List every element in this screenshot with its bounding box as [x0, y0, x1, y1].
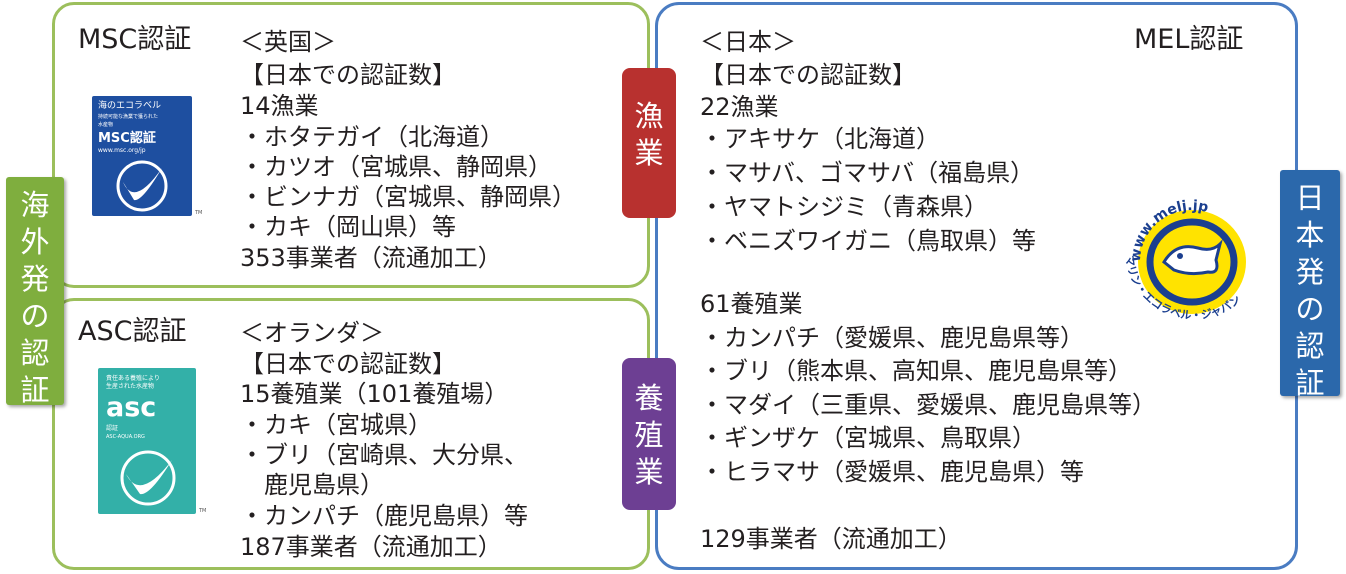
mel-processors: 129事業者（流通加工） [700, 525, 962, 553]
asc-title: ASC認証 [78, 316, 187, 347]
msc-logo: 海のエコラベル 持続可能な漁業で獲られた 水産物 MSC認証 www.msc.o… [92, 96, 202, 216]
msc-item: ・ホタテガイ（北海道） [240, 123, 504, 151]
msc-processors: 353事業者（流通加工） [240, 244, 502, 272]
msc-logo-seafood: 水産物 [98, 121, 113, 128]
mel-logo: www.melj.jp マリン・エコラベル・ジャパン [1123, 198, 1246, 322]
mel-count-heading: 【日本での認証数】 [700, 61, 916, 89]
msc-logo-name: MSC認証 [98, 130, 156, 146]
asc-item: 鹿児島県） [240, 471, 384, 499]
asc-fish-check-icon [126, 460, 172, 495]
japan-certification-label: 日本発 の認証 [1280, 170, 1340, 400]
msc-title: MSC認証 [78, 24, 192, 55]
asc-logo: 責任ある養殖により 生産された水産物 asc 認証 ASC-AQUA.ORG T… [98, 368, 206, 514]
mel-origin: ＜日本＞ [700, 28, 796, 56]
asc-logo-cert: 認証 [106, 424, 118, 432]
msc-fish-check-icon [123, 168, 162, 201]
asc-item: ・ブリ（宮崎県、大分県、 [240, 441, 528, 469]
mel-fishery-item: ・マサバ、ゴマサバ（福島県） [700, 159, 1035, 187]
aquaculture-label: 養殖業 [622, 358, 676, 510]
asc-logo-name: asc [106, 392, 156, 423]
msc-logo-tagline: 海のエコラベル [98, 99, 161, 111]
mel-farm-item: ・ブリ（熊本県、高知県、鹿児島県等） [700, 357, 1132, 385]
msc-logo-ring [116, 160, 168, 212]
mel-fishery-item: ・ヤマトシジミ（青森県） [700, 193, 988, 221]
msc-logo-url: www.msc.org/jp [98, 147, 146, 154]
fishery-label: 漁業 [622, 68, 676, 218]
mel-farm-item: ・マダイ（三重県、愛媛県、鹿児島県等） [700, 391, 1156, 419]
asc-logo-url: ASC-AQUA.ORG [106, 434, 145, 440]
asc-item: ・カンパチ（鹿児島県）等 [240, 502, 528, 530]
asc-logo-ring [120, 450, 176, 506]
mel-fish-eye-icon [1177, 253, 1183, 259]
mel-title: MEL認証 [1134, 24, 1244, 55]
asc-count-heading: 【日本での認証数】 [240, 350, 456, 378]
mel-fishery-item: ・アキサケ（北海道） [700, 125, 940, 153]
mel-farm-item: ・ヒラマサ（愛媛県、鹿児島県）等 [700, 458, 1084, 486]
msc-origin: ＜英国＞ [240, 28, 336, 56]
msc-item: ・カツオ（宮城県、静岡県） [240, 153, 552, 181]
asc-item: ・カキ（宮城県） [240, 411, 432, 439]
mel-farm-item: ・カンパチ（愛媛県、鹿児島県等） [700, 324, 1084, 352]
mel-logo-ring [1146, 218, 1238, 306]
msc-fisheries-count: 14漁業 [240, 92, 319, 120]
msc-count-heading: 【日本での認証数】 [240, 61, 456, 89]
asc-processors: 187事業者（流通加工） [240, 533, 502, 561]
mel-fisheries-count: 22漁業 [700, 93, 779, 121]
msc-logo-subtitle: 持続可能な漁業で獲られた [98, 113, 158, 120]
msc-item: ・ビンナガ（宮城県、静岡県） [240, 183, 576, 211]
asc-origin: ＜オランダ＞ [240, 319, 384, 347]
asc-logo-tagline: 責任ある養殖により [106, 374, 160, 382]
svg-text:TM: TM [198, 508, 206, 514]
svg-text:TM: TM [194, 210, 202, 216]
mel-farms-count: 61養殖業 [700, 290, 803, 318]
asc-logo-subtitle: 生産された水産物 [106, 382, 154, 390]
asc-farms-count: 15養殖業（101養殖場） [240, 380, 509, 408]
mel-farm-item: ・ギンザケ（宮城県、鳥取県） [700, 424, 1036, 452]
mel-fishery-item: ・ベニズワイガニ（鳥取県）等 [700, 227, 1036, 255]
mel-fish-icon [1162, 239, 1223, 276]
overseas-certification-label: 海外発 の認証 [6, 177, 64, 407]
msc-item: ・カキ（岡山県）等 [240, 213, 456, 241]
